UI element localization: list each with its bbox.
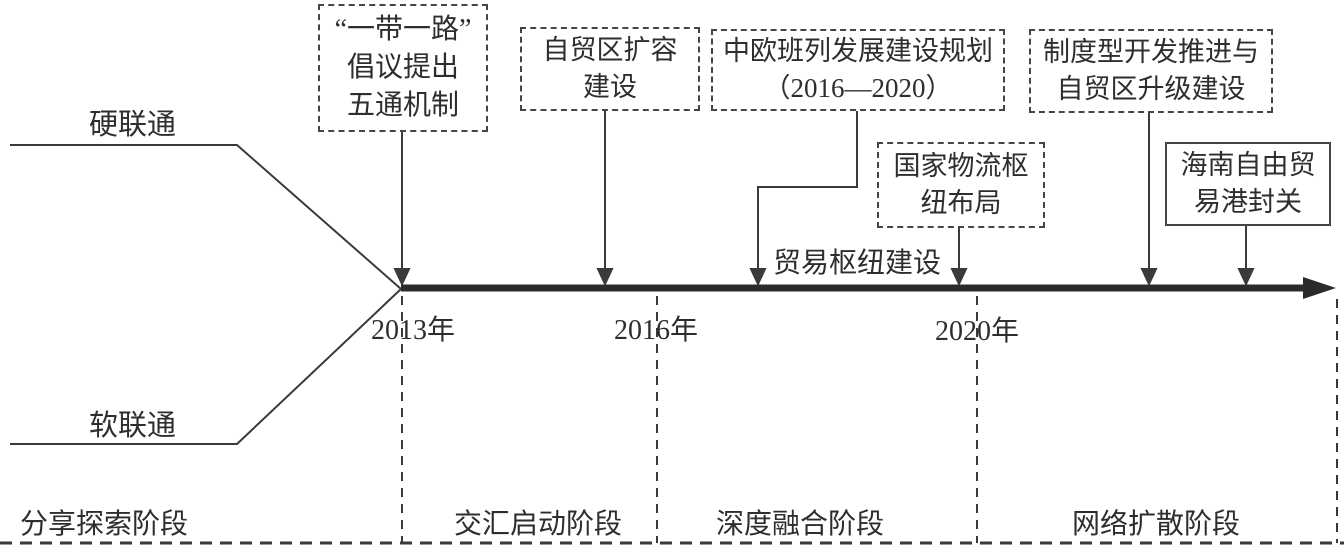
down-arrowhead-icon [1140, 268, 1158, 287]
event-text-line: 中欧班列发展建设规划 [723, 36, 993, 67]
label-soft-connectivity: 软联通 [89, 410, 177, 442]
event-text-line: 五通机制 [346, 90, 459, 122]
event-box-china-europe-railway: 中欧班列发展建设规划 （2016—2020） [711, 29, 1005, 111]
label-hard-connectivity: 硬联通 [89, 109, 177, 141]
connector-china-europe-railway [749, 108, 858, 287]
connector-logistics-hub [950, 225, 968, 287]
down-arrowhead-icon [1237, 268, 1255, 287]
event-text-line: “一带一路” [334, 13, 472, 45]
connector-belt-and-road [393, 130, 411, 287]
event-text-line: 纽布局 [920, 188, 1002, 218]
down-arrowhead-icon [596, 268, 614, 287]
phase-label-convergence-launch: 交汇启动阶段 [453, 509, 623, 540]
year-label-2016: 2016年 [613, 315, 699, 346]
down-arrowhead-icon [950, 268, 968, 287]
event-box-institutional-opening: 制度型开发推进与 自贸区升级建设 [1029, 29, 1273, 113]
event-text-line: 自贸区扩容 [542, 35, 678, 66]
connector-ftz-expansion [596, 108, 614, 287]
phase-label-sharing-exploration: 分享探索阶段 [19, 509, 189, 540]
phase-label-deep-integration: 深度融合阶段 [715, 509, 885, 540]
phase-label-network-diffusion: 网络扩散阶段 [1071, 509, 1241, 540]
event-text-line: 国家物流枢 [893, 151, 1029, 182]
event-box-belt-and-road: “一带一路” 倡议提出 五通机制 [318, 4, 488, 132]
down-arrowhead-icon [749, 268, 767, 287]
timeline-axis [401, 277, 1336, 299]
year-label-2020: 2020年 [934, 316, 1020, 347]
label-trade-hub: 贸易枢纽建设 [773, 248, 942, 279]
event-text-line: 建设 [583, 72, 637, 102]
event-text-line: 海南自由贸 [1180, 150, 1316, 181]
connector-hainan-port [1237, 224, 1255, 287]
event-text-line: 易港封关 [1194, 187, 1302, 217]
year-label-2013: 2013年 [370, 315, 456, 346]
connector-institutional-opening [1140, 110, 1158, 287]
event-text-line: 制度型开发推进与 [1043, 37, 1259, 68]
down-arrowhead-icon [393, 268, 411, 287]
event-text-line: 自贸区升级建设 [1056, 74, 1246, 104]
soft-connectivity-line [10, 288, 402, 445]
event-text-line: （2016—2020） [763, 73, 953, 103]
event-box-logistics-hub: 国家物流枢 纽布局 [877, 142, 1045, 228]
event-box-hainan-port: 海南自由贸 易港封关 [1165, 142, 1331, 226]
event-text-line: 倡议提出 [346, 51, 459, 83]
event-box-ftz-expansion: 自贸区扩容 建设 [520, 27, 700, 111]
hard-connectivity-line [10, 144, 402, 290]
timeline-arrowhead-icon [1303, 277, 1336, 299]
